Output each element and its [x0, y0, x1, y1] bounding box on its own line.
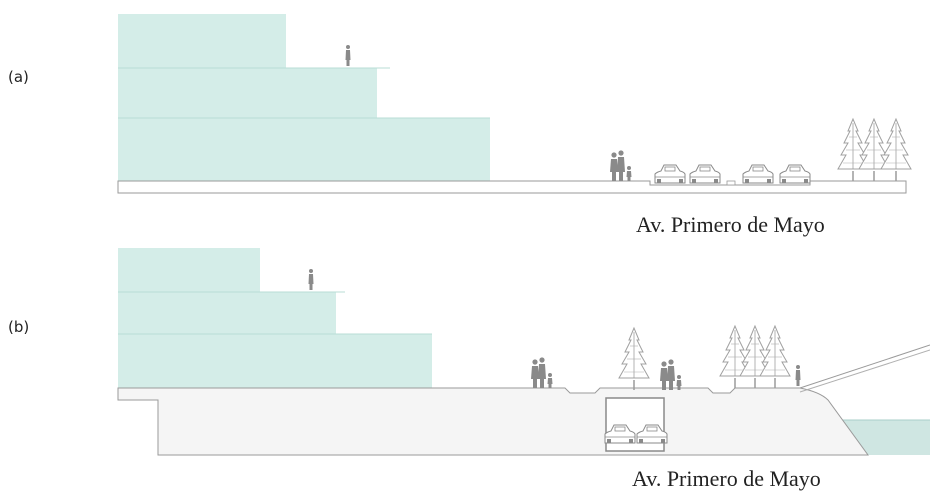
building-b-block-mid: [118, 292, 336, 334]
car-icon: [689, 164, 721, 184]
building-b-block-top: [118, 248, 260, 292]
person-icon: [308, 269, 314, 290]
building-b-block-low: [118, 334, 432, 388]
ground-b-embankment: [117, 387, 869, 456]
pine-tree-icon: [618, 327, 650, 391]
car-icon: [779, 164, 811, 184]
person-icon: [795, 365, 801, 386]
person-icon: [345, 45, 351, 66]
pedestrian-group-icon: [660, 359, 682, 390]
car-icon: [742, 164, 774, 184]
building-a-block-mid: [118, 68, 377, 118]
panel-a-label: (a): [8, 68, 29, 86]
building-a-block-top: [118, 14, 286, 68]
pedestrian-group-icon: [610, 150, 632, 181]
panel-b-section: [117, 248, 930, 456]
panel-b-caption: Av. Primero de Mayo: [632, 466, 821, 491]
car-icon: [654, 164, 686, 184]
pedestrian-group-icon: [531, 357, 553, 388]
pine-tree-icon: [858, 118, 890, 182]
bridge-ramp: [799, 344, 930, 389]
panel-a-caption: Av. Primero de Mayo: [636, 212, 825, 237]
panel-b-label: (b): [8, 318, 30, 336]
median-a: [726, 180, 736, 186]
pine-tree-icon: [837, 118, 869, 182]
building-a-block-low: [118, 118, 490, 181]
pine-tree-icon: [880, 118, 912, 182]
panel-a-section: [117, 14, 912, 194]
